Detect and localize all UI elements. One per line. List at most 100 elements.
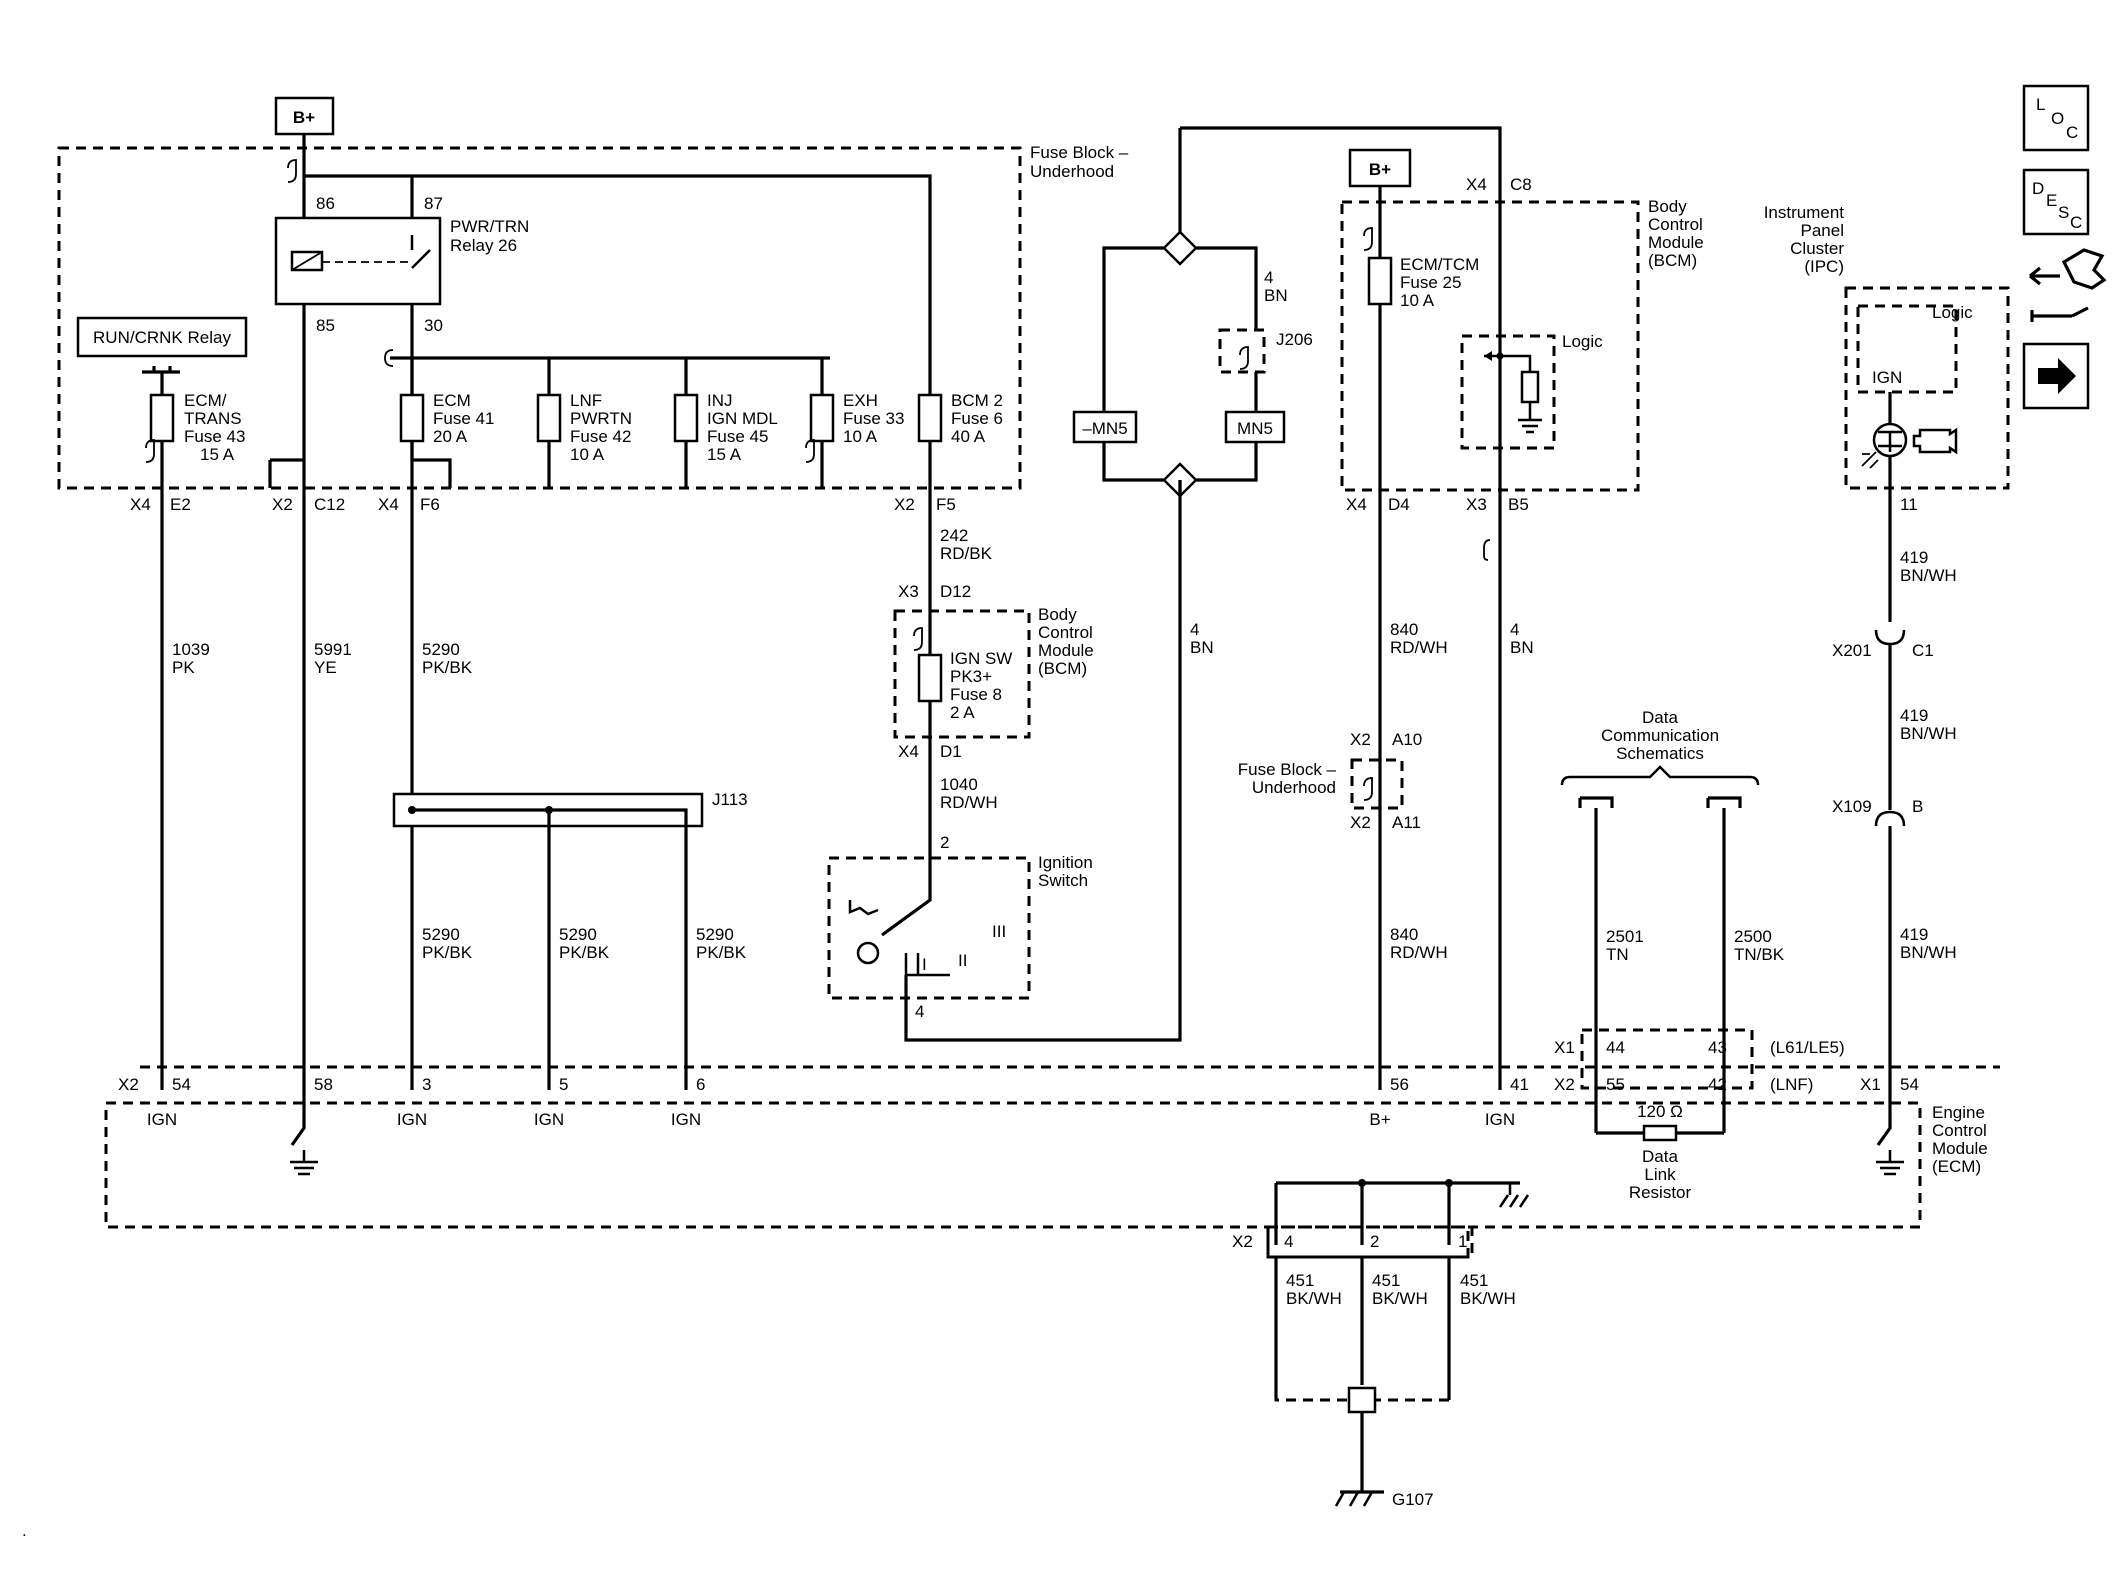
svg-text:451: 451 (1460, 1271, 1488, 1290)
fuse-block-title-2: Underhood (1030, 162, 1114, 181)
svg-text:X2: X2 (894, 495, 915, 514)
svg-text:X2: X2 (1350, 813, 1371, 832)
svg-text:BN/WH: BN/WH (1900, 724, 1957, 743)
svg-text:E2: E2 (170, 495, 191, 514)
svg-text:5290: 5290 (422, 640, 460, 659)
fuse-block-underhood-2: X2 A10 Fuse Block – Underhood X2 A11 (1238, 730, 1423, 832)
svg-text:Communication: Communication (1601, 726, 1719, 745)
svg-text:J113: J113 (712, 790, 748, 809)
svg-text:120 Ω: 120 Ω (1637, 1102, 1683, 1121)
svg-text:55: 55 (1606, 1075, 1625, 1094)
loc-icon[interactable]: L O C (2022, 84, 2090, 152)
desc-icon[interactable]: D E S C (2022, 168, 2090, 236)
svg-text:BK/WH: BK/WH (1372, 1289, 1428, 1308)
svg-text:PK/BK: PK/BK (696, 943, 747, 962)
svg-text:Ignition: Ignition (1038, 853, 1093, 872)
svg-text:(BCM): (BCM) (1648, 251, 1697, 270)
svg-text:C12: C12 (314, 495, 345, 514)
svg-text:Control: Control (1932, 1121, 1987, 1140)
next-page-arrow-icon[interactable] (2022, 342, 2090, 410)
svg-text:Engine: Engine (1932, 1103, 1985, 1122)
svg-text:X2: X2 (272, 495, 293, 514)
svg-text:419: 419 (1900, 706, 1928, 725)
svg-text:Data: Data (1642, 1147, 1678, 1166)
svg-text:B+: B+ (293, 108, 315, 127)
svg-text:10 A: 10 A (570, 445, 605, 464)
svg-text:RD/BK: RD/BK (940, 544, 993, 563)
svg-text:X4: X4 (898, 742, 919, 761)
svg-text:Control: Control (1648, 215, 1703, 234)
ground-g107: X2 4 2 1 451 BK/WH 451 BK/WH 451 BK/WH G… (1232, 1179, 1530, 1509)
svg-text:–MN5: –MN5 (1082, 419, 1127, 438)
svg-text:Control: Control (1038, 623, 1093, 642)
svg-text:42: 42 (1708, 1075, 1727, 1094)
svg-text:II: II (958, 951, 967, 970)
svg-text:PK3+: PK3+ (950, 667, 992, 686)
svg-text:B+: B+ (1369, 1110, 1390, 1129)
bcm-ign-sw-fuse: X3 D12 IGN SW PK3+ Fuse 8 2 A Body Contr… (893, 582, 1094, 761)
svg-text:O: O (2051, 109, 2064, 128)
svg-text:5: 5 (559, 1075, 568, 1094)
svg-text:Module: Module (1038, 641, 1094, 660)
fuse-block-underhood-boundary (57, 146, 1022, 490)
svg-text:IGN SW: IGN SW (950, 649, 1012, 668)
svg-text:ECM: ECM (433, 391, 471, 410)
svg-text:58: 58 (314, 1075, 333, 1094)
svg-text:Module: Module (1932, 1139, 1988, 1158)
svg-text:3: 3 (422, 1075, 431, 1094)
svg-text:15 A: 15 A (200, 445, 235, 464)
svg-text:Fuse 42: Fuse 42 (570, 427, 631, 446)
bplus-terminal-left: B+ (274, 96, 335, 162)
svg-text:BN/WH: BN/WH (1900, 943, 1957, 962)
svg-text:419: 419 (1900, 548, 1928, 567)
svg-text:L: L (2036, 95, 2045, 114)
svg-text:2: 2 (940, 833, 949, 852)
svg-text:5290: 5290 (559, 925, 597, 944)
svg-text:Link: Link (1644, 1165, 1676, 1184)
svg-text:X4: X4 (1466, 175, 1487, 194)
engine-control-module: Engine Control Module (ECM) (104, 1065, 2000, 1229)
svg-text:10 A: 10 A (843, 427, 878, 446)
svg-text:C8: C8 (1510, 175, 1532, 194)
svg-text:B+: B+ (1369, 160, 1391, 179)
svg-text:(BCM): (BCM) (1038, 659, 1087, 678)
svg-text:1039: 1039 (172, 640, 210, 659)
fuse-exh: EXH Fuse 33 10 A (805, 358, 904, 488)
svg-text:C1: C1 (1912, 641, 1934, 660)
svg-text:D1: D1 (940, 742, 962, 761)
svg-text:54: 54 (1900, 1075, 1919, 1094)
svg-text:RUN/CRNK Relay: RUN/CRNK Relay (93, 328, 231, 347)
svg-text:RD/WH: RD/WH (1390, 943, 1448, 962)
pin-85: 85 (316, 316, 335, 335)
svg-text:YE: YE (314, 658, 337, 677)
svg-text:40 A: 40 A (951, 427, 986, 446)
svg-text:Schematics: Schematics (1616, 744, 1704, 763)
svg-text:Data: Data (1642, 708, 1678, 727)
connector-harness-icon[interactable] (2029, 248, 2107, 322)
svg-text:BN: BN (1190, 638, 1214, 657)
svg-text:D: D (2032, 179, 2044, 198)
svg-text:X1: X1 (1860, 1075, 1881, 1094)
bcm-right: Body Control Module (BCM) ECM/TCM Fuse 2… (1340, 197, 1704, 492)
ignition-switch: 2 Ignition Switch I II III 4 (827, 833, 1093, 1021)
fuse-bcm2: BCM 2 Fuse 6 40 A (917, 391, 1003, 446)
svg-text:Module: Module (1648, 233, 1704, 252)
svg-text:X4: X4 (378, 495, 399, 514)
svg-text:BK/WH: BK/WH (1286, 1289, 1342, 1308)
svg-text:54: 54 (172, 1075, 191, 1094)
svg-text:I: I (922, 955, 927, 974)
svg-text:4: 4 (1264, 268, 1273, 287)
svg-text:419: 419 (1900, 925, 1928, 944)
svg-text:5290: 5290 (696, 925, 734, 944)
svg-text:Fuse 41: Fuse 41 (433, 409, 494, 428)
fuse-lnf-pwrtn: LNF PWRTN Fuse 42 10 A (536, 358, 632, 488)
svg-text:IGN MDL: IGN MDL (707, 409, 778, 428)
svg-text:Cluster: Cluster (1790, 239, 1844, 258)
svg-text:(LNF): (LNF) (1770, 1075, 1813, 1094)
svg-text:BN: BN (1510, 638, 1534, 657)
svg-text:6: 6 (696, 1075, 705, 1094)
fuse-inj-ign-mdl: INJ IGN MDL Fuse 45 15 A (673, 358, 778, 488)
svg-text:4: 4 (915, 1002, 924, 1021)
svg-text:MN5: MN5 (1237, 419, 1273, 438)
